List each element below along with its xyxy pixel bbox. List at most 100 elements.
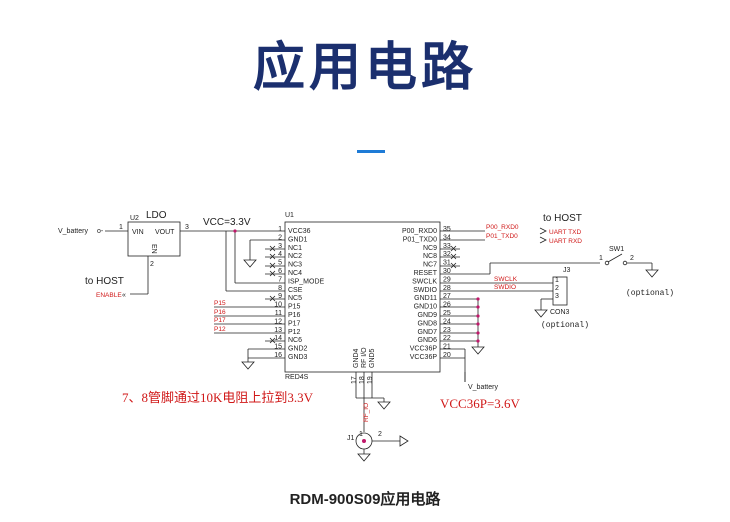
left-pin-name: CSE (288, 287, 303, 294)
left-pin-number: 6 (278, 268, 282, 275)
left-pin-number: 5 (278, 260, 282, 267)
enable-net: ENABLE (96, 292, 122, 299)
left-pin-name: NC6 (288, 337, 302, 344)
con-name: CON3 (550, 309, 570, 316)
rf-net: RF_IO (363, 403, 370, 422)
right-pin-name: GND9 (418, 312, 438, 319)
right-pin-name: NC9 (423, 245, 437, 252)
right-pin-number: 22 (443, 335, 451, 342)
left-pin-number: 7 (278, 276, 282, 283)
con-note: (optional) (541, 321, 589, 330)
right-pin-number: 21 (443, 344, 451, 351)
right-pin-name: SWDIO (413, 287, 437, 294)
left-pin-name: NC1 (288, 245, 302, 252)
right-pin-name: P00_RXD0 (402, 228, 437, 235)
con-pin1: 1 (555, 277, 559, 284)
left-pin-number: 4 (278, 251, 282, 258)
right-pin-number: 29 (443, 276, 451, 283)
ldo-vout: VOUT (155, 229, 175, 236)
pull-up-note: 7、8管脚通过10K电阻上拉到3.3V (122, 390, 314, 405)
figure-caption: RDM-900S09应用电路 (289, 491, 441, 508)
uart-tx-net: P01_TXD0 (486, 233, 518, 240)
right-pin-number: 26 (443, 302, 451, 309)
right-pin-number: 31 (443, 260, 451, 267)
ldo-vin: VIN (132, 229, 144, 236)
con-swclk-net: SWCLK (494, 276, 518, 283)
title-accent-bar (357, 150, 385, 153)
right-pin-name: GND11 (414, 295, 437, 302)
right-pin-number: 33 (443, 243, 451, 250)
uart-tx-label: UART TXD (549, 229, 581, 236)
right-pin-name: VCC36P (410, 346, 438, 353)
right-pin-name: GND10 (414, 304, 437, 311)
left-pin-name: GND2 (288, 346, 308, 353)
right-pin-name: GND7 (418, 329, 438, 336)
rf-pin1: 1 (359, 431, 363, 438)
ldo-label: LDO (146, 210, 167, 221)
sw-pin2: 2 (630, 255, 634, 262)
ldo-ref: U2 (130, 215, 139, 222)
right-pin-number: 35 (443, 226, 451, 233)
left-pin-number: 14 (274, 335, 282, 342)
left-pin-name: GND1 (288, 236, 308, 243)
rf-pin2: 2 (378, 431, 382, 438)
left-pin-name: ISP_MODE (288, 278, 325, 285)
left-pin-number: 3 (278, 243, 282, 250)
bottom-pin-number: 19 (367, 376, 374, 384)
right-pin-group: 35P00_RXD034P01_TXD033NC932NC831NC730RES… (402, 226, 451, 361)
right-pin-name: P01_TXD0 (403, 236, 437, 243)
right-pin-number: 25 (443, 310, 451, 317)
left-pin-number: 12 (274, 318, 282, 325)
con-pin3: 3 (555, 293, 559, 300)
right-pin-name: NC7 (423, 262, 437, 269)
left-pin-number: 10 (274, 302, 282, 309)
left-pin-name: P12 (288, 329, 301, 336)
bottom-pin-name: GND5 (369, 348, 376, 368)
left-pin-number: 1 (278, 226, 282, 233)
con-pin2: 2 (555, 285, 559, 292)
right-pin-name: VCC36P (410, 354, 438, 361)
right-pin-number: 28 (443, 285, 451, 292)
rf-ref: J1 (347, 435, 355, 442)
right-pin-number: 20 (443, 352, 451, 359)
sw-ref: SW1 (609, 246, 624, 253)
right-pin-name: NC8 (423, 253, 437, 260)
left-pin-number: 11 (275, 310, 282, 317)
sw-pin1: 1 (599, 255, 603, 262)
con-swdio-net: SWDIO (494, 284, 516, 291)
right-pin-number: 34 (443, 234, 451, 241)
right-pin-name: SWCLK (412, 278, 437, 285)
vbat2-label: V_battery (468, 384, 498, 391)
rf-module-body (284, 221, 441, 373)
uart-rx-net: P00_RXD0 (486, 224, 519, 231)
chip-name: RED4S (285, 374, 309, 381)
ldo-pin2: 2 (150, 261, 154, 268)
right-pin-name: GND8 (418, 320, 438, 327)
right-pin-number: 30 (443, 268, 451, 275)
con3-box (552, 276, 568, 306)
con-ref: J3 (563, 267, 571, 274)
left-pin-number: 8 (278, 285, 282, 292)
sw-note: (optional) (626, 289, 674, 298)
vbat-label: V_battery (58, 228, 88, 235)
bottom-pin-name: RF I/O (361, 347, 368, 368)
ldo-to-host: to HOST (85, 276, 124, 287)
bottom-pin-number: 18 (359, 376, 366, 384)
right-pin-name: RESET (414, 270, 438, 277)
page-title: 应用电路 (252, 38, 477, 98)
net-p12: P12 (214, 326, 226, 333)
right-pin-number: 24 (443, 318, 451, 325)
vcc-label: VCC=3.3V (203, 217, 251, 228)
ldo-box (127, 221, 181, 257)
bottom-pin-number: 17 (351, 376, 358, 384)
ldo-pin1: 1 (119, 224, 123, 231)
left-pin-number: 15 (274, 344, 282, 351)
left-pin-name: P15 (288, 304, 301, 311)
chip-ref: U1 (285, 212, 294, 219)
vcc36p-note: VCC36P=3.6V (440, 396, 521, 411)
net-p17: P17 (214, 317, 226, 324)
left-pin-name: NC5 (288, 295, 302, 302)
uart-to-host: to HOST (543, 213, 582, 224)
